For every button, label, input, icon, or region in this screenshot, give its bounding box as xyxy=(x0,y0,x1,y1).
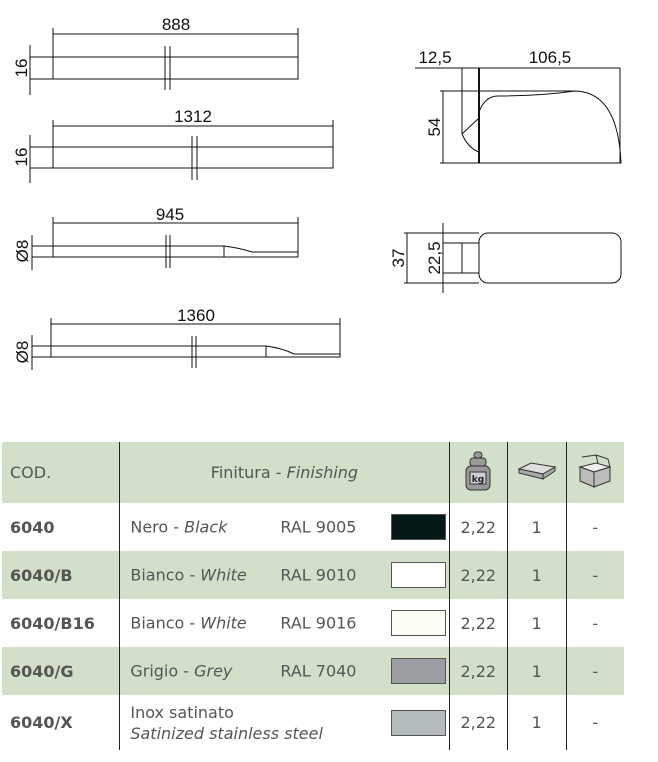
carton-cell: - xyxy=(565,647,624,695)
dimension-label: 54 xyxy=(425,118,444,137)
technical-drawings: 888 16 1312 16 945 Ø8 1360 Ø8 12,5 106,5… xyxy=(12,15,622,370)
dimension-label: Ø8 xyxy=(13,240,32,263)
finish-en: White xyxy=(200,613,247,633)
carton-cell: - xyxy=(565,551,624,599)
weight-cell: 2,22 xyxy=(448,647,508,695)
bar-888-drawing: 888 16 xyxy=(12,15,299,95)
finish-en: White xyxy=(200,565,247,585)
finish-it: Bianco xyxy=(130,613,185,633)
dimension-label: 1360 xyxy=(177,306,215,325)
table-header: COD. Finitura - Finishing kg xyxy=(2,442,624,503)
pack-cell: 1 xyxy=(506,695,566,750)
carton-cell: - xyxy=(565,599,624,647)
finish-table: COD. Finitura - Finishing kg 6040 Nero -… xyxy=(2,442,624,750)
code-cell: 6040/X xyxy=(10,713,73,732)
color-swatch xyxy=(391,562,447,588)
code-cell: 6040/B16 xyxy=(10,613,95,633)
separator: - xyxy=(270,463,287,482)
ral-code: RAL 9005 xyxy=(280,517,357,537)
color-swatch xyxy=(391,658,447,684)
dimension-label: Ø8 xyxy=(13,341,32,364)
carton-cell: - xyxy=(565,695,624,750)
box-icon xyxy=(506,442,566,503)
code-cell: 6040/B xyxy=(10,565,73,585)
dimension-label: 37 xyxy=(389,249,408,268)
dimension-label: 945 xyxy=(156,205,184,224)
pack-cell: 1 xyxy=(506,647,566,695)
finish-en: Finishing xyxy=(286,463,359,482)
weight-cell: 2,22 xyxy=(448,503,508,551)
ral-code: RAL 9016 xyxy=(280,613,357,633)
finish-it: Nero xyxy=(130,517,169,537)
dimension-label: 1312 xyxy=(174,107,212,126)
finish-it: Inox satinato xyxy=(130,702,234,722)
finish-header: Finitura - Finishing xyxy=(119,442,450,503)
ral-code: RAL 9010 xyxy=(280,565,357,585)
weight-cell: 2,22 xyxy=(448,695,508,750)
dimension-label: 106,5 xyxy=(529,48,572,67)
dimension-label: 12,5 xyxy=(418,48,451,67)
color-swatch xyxy=(391,514,447,540)
finish-it: Bianco xyxy=(130,565,185,585)
code-cell: 6040 xyxy=(10,517,55,537)
pack-cell: 1 xyxy=(506,503,566,551)
dimension-label: 16 xyxy=(12,59,31,78)
weight-icon: kg xyxy=(448,442,508,503)
bar-1360-drawing: 1360 Ø8 xyxy=(13,306,341,370)
finish-en: Grey xyxy=(194,661,233,681)
dimension-label: 888 xyxy=(162,15,190,34)
handle-top-view: 37 22,5 xyxy=(389,223,622,293)
code-header: COD. xyxy=(10,463,52,482)
ral-code: RAL 7040 xyxy=(280,661,357,681)
pack-cell: 1 xyxy=(506,551,566,599)
finish-en: Satinized stainless steel xyxy=(130,723,323,743)
bar-945-drawing: 945 Ø8 xyxy=(13,205,299,270)
finish-it: Finitura xyxy=(210,463,271,482)
carton-cell: - xyxy=(565,503,624,551)
finish-it: Grigio xyxy=(130,661,179,681)
weight-cell: 2,22 xyxy=(448,599,508,647)
pack-cell: 1 xyxy=(506,599,566,647)
dimension-label: 16 xyxy=(12,148,31,167)
finish-en: Black xyxy=(184,517,228,537)
dimension-label: 22,5 xyxy=(425,241,444,274)
color-swatch xyxy=(391,709,447,736)
color-swatch xyxy=(391,610,447,636)
handle-side-view: 12,5 106,5 54 xyxy=(415,48,622,164)
bar-1312-drawing: 1312 16 xyxy=(12,107,334,183)
code-cell: 6040/G xyxy=(10,661,74,681)
weight-cell: 2,22 xyxy=(448,551,508,599)
kg-label: kg xyxy=(472,475,484,485)
open-box-icon xyxy=(565,442,624,503)
